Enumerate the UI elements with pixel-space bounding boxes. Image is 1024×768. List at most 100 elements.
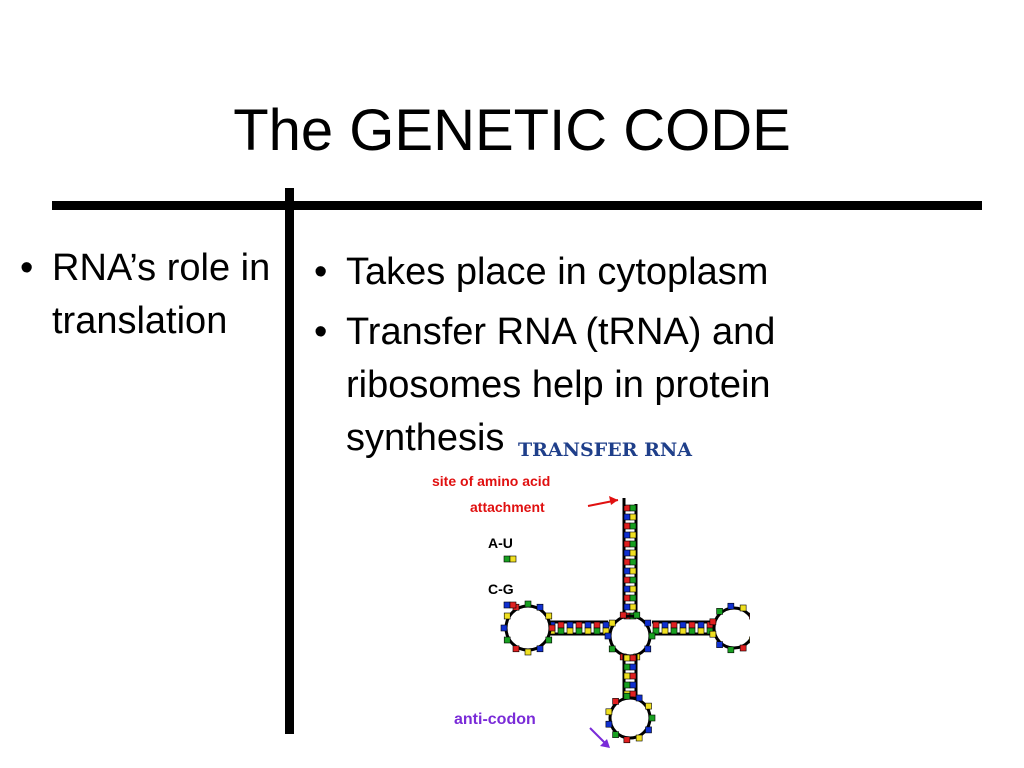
base-pair — [629, 603, 637, 611]
base-pair — [623, 681, 631, 689]
base-pair — [623, 663, 631, 671]
base-pair — [629, 513, 637, 521]
loop-base — [727, 646, 735, 654]
anticodon-label: anti-codon — [454, 711, 536, 728]
site-label-line2: attachment — [470, 499, 545, 515]
base-pair — [623, 531, 631, 539]
base-pair — [557, 627, 565, 635]
base-pair — [629, 594, 637, 602]
loop-base — [644, 619, 652, 627]
base-pair — [623, 567, 631, 575]
base-pair — [623, 603, 631, 611]
trna-diagram: TRANSFER RNA site of amino acid attachme… — [432, 439, 750, 748]
bullet-text: Transfer RNA (tRNA) and ribosomes help i… — [346, 311, 776, 459]
list-item: • RNA’s role in translation — [20, 242, 272, 348]
right-bullet-list: • Takes place in cytoplasm • Transfer RN… — [314, 246, 906, 472]
base-pair — [629, 663, 637, 671]
loop-base — [612, 731, 619, 738]
loop-base — [612, 698, 619, 705]
base-pair — [629, 654, 637, 662]
loop-base — [500, 624, 508, 632]
base-pair — [584, 621, 592, 629]
loop-base — [608, 645, 616, 653]
legend-cg-label: C-G — [488, 581, 514, 597]
site-label-line1: site of amino acid — [432, 473, 550, 489]
anticodon-arrow-head — [600, 739, 610, 748]
loop-base — [648, 714, 656, 722]
loop-base — [545, 612, 553, 620]
loop-base — [524, 648, 532, 656]
loop-base — [635, 734, 643, 742]
base-pair — [557, 621, 565, 629]
bullet-text: RNA’s role in translation — [52, 247, 271, 342]
base-pair — [623, 654, 631, 662]
horizontal-divider — [52, 201, 982, 210]
left-bullet-list: • RNA’s role in translation — [20, 242, 272, 348]
base-pair — [688, 621, 696, 629]
base-pair — [593, 621, 601, 629]
base-pair — [602, 621, 610, 629]
legend-au-swatch — [503, 555, 511, 563]
bullet-glyph: • — [314, 311, 328, 353]
base-pair — [629, 522, 637, 530]
loop-base — [709, 618, 717, 626]
base-pair — [629, 549, 637, 557]
base-pair — [584, 627, 592, 635]
base-pair — [679, 627, 687, 635]
loop-base — [716, 608, 723, 615]
loop-base — [623, 736, 631, 744]
loop-base — [524, 600, 532, 608]
base-pair — [661, 621, 669, 629]
base-pair — [629, 531, 637, 539]
figure-heading: TRANSFER RNA — [518, 439, 692, 461]
base-pair — [629, 504, 637, 512]
base-pair — [623, 585, 631, 593]
loop-base — [709, 630, 717, 638]
base-pair — [566, 621, 574, 629]
base-pair — [623, 540, 631, 548]
loop-base — [635, 694, 643, 702]
base-pair — [629, 558, 637, 566]
loop-base — [739, 604, 747, 612]
loop-base — [645, 726, 652, 734]
legend-cg-swatch — [503, 601, 511, 609]
loop-base — [727, 602, 735, 610]
base-pair — [623, 594, 631, 602]
loop-base — [648, 632, 656, 640]
loop-base — [645, 702, 652, 710]
vertical-divider — [285, 188, 294, 734]
base-pair — [623, 522, 631, 530]
base-pair — [652, 627, 660, 635]
base-pair — [623, 549, 631, 557]
site-arrow-head — [609, 496, 618, 505]
loop-base — [619, 611, 627, 619]
base-pair — [629, 540, 637, 548]
bullet-glyph: • — [314, 251, 328, 293]
loop-base — [536, 645, 544, 653]
base-pair — [623, 513, 631, 521]
list-item: • Takes place in cytoplasm — [314, 246, 906, 299]
bullet-glyph: • — [20, 247, 34, 289]
loop-base — [608, 619, 616, 627]
base-pair — [652, 621, 660, 629]
base-pair — [623, 558, 631, 566]
loop-base — [623, 692, 631, 700]
list-item: • Transfer RNA (tRNA) and ribosomes help… — [314, 306, 906, 465]
base-pair — [697, 621, 705, 629]
base-pair — [566, 627, 574, 635]
bullet-text: Takes place in cytoplasm — [346, 251, 769, 293]
slide-title: The GENETIC CODE — [233, 98, 791, 163]
base-pair — [629, 576, 637, 584]
base-pair — [670, 627, 678, 635]
loop-base — [739, 644, 747, 652]
loop-base — [503, 612, 511, 620]
base-pair — [575, 627, 583, 635]
base-pair — [629, 681, 637, 689]
loop-base — [545, 636, 553, 644]
base-pair — [661, 627, 669, 635]
loop-base — [605, 708, 613, 716]
loop-base — [512, 645, 520, 653]
loop-base — [716, 641, 723, 648]
base-pair — [623, 672, 631, 680]
base-pair — [593, 627, 601, 635]
